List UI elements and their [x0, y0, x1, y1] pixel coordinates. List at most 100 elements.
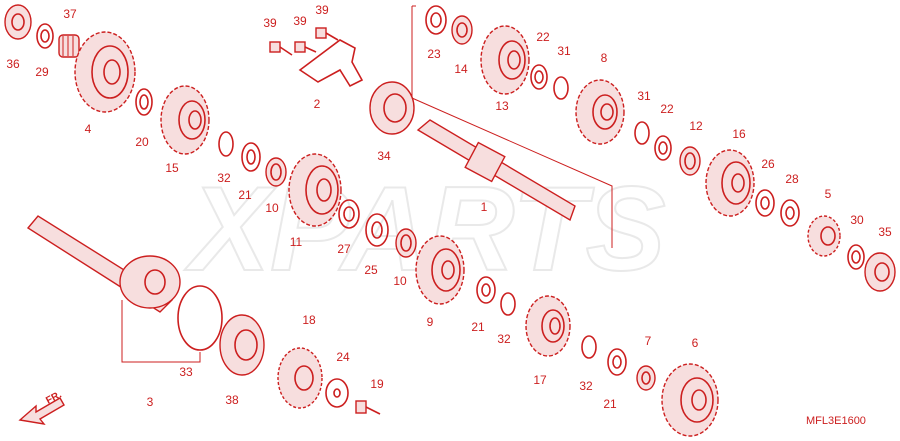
gear-9[interactable] [415, 235, 465, 305]
callout-c9: 9 [427, 315, 434, 329]
callout-c13: 13 [495, 99, 509, 113]
callout-c35: 35 [878, 225, 892, 239]
gear-5[interactable] [807, 215, 841, 257]
callout-c20: 20 [135, 135, 149, 149]
callout-c31b: 31 [637, 89, 651, 103]
needle-bearing-7[interactable] [636, 365, 656, 391]
gear-18[interactable] [277, 347, 323, 409]
callout-c39c: 39 [315, 3, 329, 17]
callout-c22b: 22 [660, 102, 674, 116]
needle-bearing-12[interactable] [679, 146, 701, 176]
gear-13[interactable] [480, 25, 530, 95]
bolt-39c[interactable] [315, 27, 339, 41]
gear-4[interactable] [74, 31, 136, 113]
lock-washer-26[interactable] [755, 189, 775, 217]
washer-29[interactable] [36, 23, 54, 49]
callout-c7: 7 [645, 334, 652, 348]
callout-c18: 18 [302, 313, 316, 327]
washer-21c[interactable] [607, 348, 627, 376]
snap-ring-32c[interactable] [581, 335, 597, 359]
callout-c17: 17 [533, 373, 547, 387]
gear-17[interactable] [525, 295, 571, 357]
lock-washer-27[interactable] [338, 199, 360, 229]
bearing-23[interactable] [425, 5, 447, 35]
washer-22b[interactable] [654, 135, 672, 161]
callout-c39a: 39 [263, 16, 277, 30]
needle-bearing-37[interactable] [58, 34, 80, 58]
callout-c32c: 32 [579, 379, 593, 393]
shaft-3[interactable] [26, 215, 181, 313]
callout-c27: 27 [337, 242, 351, 256]
washer-30[interactable] [847, 244, 865, 270]
snap-ring-32b[interactable] [500, 292, 516, 316]
shaft-1[interactable] [416, 119, 576, 222]
gear-15[interactable] [160, 85, 210, 155]
callout-c24: 24 [336, 350, 350, 364]
callout-c10b: 10 [393, 274, 407, 288]
callout-c10a: 10 [265, 201, 279, 215]
gear-11[interactable] [288, 153, 342, 227]
diagram-code: MFL3E1600 [806, 415, 866, 427]
gear-6[interactable] [661, 363, 719, 437]
plate-2[interactable] [298, 39, 364, 88]
callout-c31a: 31 [557, 44, 571, 58]
bolt-19[interactable] [355, 400, 381, 415]
callout-c19: 19 [370, 377, 384, 391]
snap-ring-33[interactable] [177, 285, 223, 351]
washer-21b[interactable] [476, 276, 496, 304]
callout-c32b: 32 [497, 332, 511, 346]
snap-ring-31a[interactable] [553, 76, 569, 100]
bearing-38[interactable] [219, 314, 265, 376]
callout-c26: 26 [761, 157, 775, 171]
bolt-39b[interactable] [294, 41, 317, 53]
callout-c14: 14 [454, 62, 468, 76]
needle-bearing-10b[interactable] [395, 228, 417, 258]
callout-c21b: 21 [471, 320, 485, 334]
callout-c4: 4 [85, 122, 92, 136]
spline-washer-25[interactable] [365, 213, 389, 247]
callout-c12: 12 [689, 119, 703, 133]
callout-c34: 34 [377, 149, 391, 163]
callout-c28: 28 [785, 172, 799, 186]
callout-c33: 33 [179, 365, 193, 379]
washer-20[interactable] [135, 88, 153, 116]
callout-c23: 23 [427, 47, 441, 61]
gear-8[interactable] [575, 79, 625, 145]
washer-24[interactable] [325, 378, 349, 408]
callout-c16: 16 [732, 127, 746, 141]
front-arrow-icon [18, 397, 65, 425]
callout-c22a: 22 [536, 30, 550, 44]
callout-c32a: 32 [217, 171, 231, 185]
callout-c8: 8 [601, 51, 608, 65]
spline-washer-28[interactable] [780, 199, 800, 227]
bolt-39a[interactable] [269, 41, 293, 56]
callout-c38: 38 [225, 393, 239, 407]
callout-c15: 15 [165, 161, 179, 175]
snap-ring-31b[interactable] [634, 121, 650, 145]
callout-c30: 30 [850, 213, 864, 227]
callout-c21c: 21 [603, 397, 617, 411]
callout-c37: 37 [63, 7, 77, 21]
callout-c21a: 21 [238, 188, 252, 202]
needle-bearing-10a[interactable] [265, 157, 287, 187]
callout-c39b: 39 [293, 14, 307, 28]
callout-c1: 1 [481, 200, 488, 214]
washer-21a[interactable] [241, 142, 261, 172]
callout-c2: 2 [314, 97, 321, 111]
callout-c25: 25 [364, 263, 378, 277]
bearing-36[interactable] [4, 4, 32, 40]
bearing-35[interactable] [864, 252, 896, 292]
callout-c6: 6 [692, 336, 699, 350]
snap-ring-32a[interactable] [218, 131, 234, 157]
gear-16[interactable] [705, 149, 755, 217]
callout-c36: 36 [6, 57, 20, 71]
bearing-34[interactable] [369, 81, 415, 135]
callout-c5: 5 [825, 187, 832, 201]
callout-c29: 29 [35, 65, 49, 79]
callout-c3: 3 [147, 395, 154, 409]
bushing-14[interactable] [451, 15, 473, 45]
washer-22a[interactable] [530, 64, 548, 90]
